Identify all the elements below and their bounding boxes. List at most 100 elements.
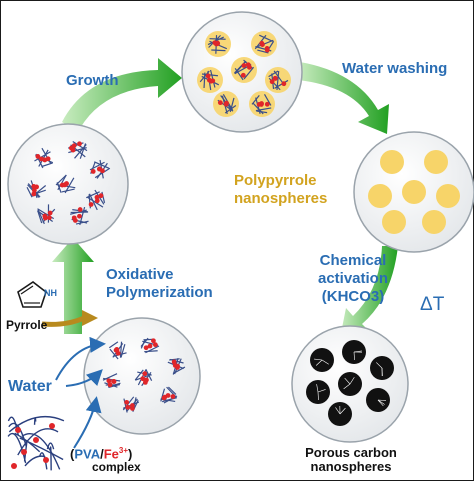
pore-line: [317, 391, 319, 401]
polymer-chain: [172, 366, 186, 375]
polymer-chain: [56, 182, 62, 193]
polypyrrole-label: Polypyrrole nanospheres: [234, 172, 327, 208]
pva-chain: [7, 432, 27, 464]
fe-ion: [15, 427, 21, 433]
pore-line: [344, 377, 351, 385]
polymer-chain: [119, 341, 123, 358]
pva-chain: [17, 428, 59, 456]
polymer-network-particles: [26, 140, 111, 226]
fe-ion: [125, 404, 131, 410]
water-washing-arrow: [298, 62, 389, 134]
fe-ion: [71, 215, 77, 221]
polymer-chain: [209, 38, 226, 40]
fe-ion: [124, 399, 130, 405]
polymerization-arrow: [52, 238, 94, 334]
sphere-halo: [231, 57, 257, 83]
fe-ion: [264, 101, 270, 107]
fe-ion: [94, 194, 100, 200]
fe-ion: [171, 359, 177, 365]
fe-ion: [142, 371, 148, 377]
pva-chain: [19, 437, 64, 461]
fe-ion: [97, 166, 102, 172]
polymer-chain: [160, 388, 166, 402]
polymer-chain: [86, 191, 100, 199]
pva-fe-network: [7, 415, 65, 471]
fe-ion: [42, 213, 48, 219]
oxidative-line-1: Oxidative: [106, 266, 174, 283]
polymer-chain: [120, 344, 126, 358]
fe-ion: [88, 202, 94, 207]
fe-ion: [115, 350, 121, 356]
polymer-chain: [203, 72, 206, 89]
fe-ion: [90, 169, 96, 174]
fe-ion: [175, 365, 180, 370]
fe-ion: [151, 338, 156, 344]
pva-chain: [49, 446, 52, 471]
polymer-chain: [37, 210, 43, 224]
polymer-chain: [263, 94, 272, 106]
complex-label: complex: [92, 460, 141, 474]
pore-line: [377, 399, 386, 401]
fe-ion: [21, 449, 27, 455]
pyrrole-molecule-icon: NH: [17, 281, 57, 308]
fe-ion: [170, 394, 176, 399]
polymer-chain: [259, 34, 273, 42]
complex-particles: [102, 337, 186, 413]
pyrrole-arrowhead: [82, 310, 98, 326]
pore-line: [353, 350, 362, 353]
oxidative-line-2: Polymerization: [106, 284, 213, 301]
fe-ion: [246, 64, 252, 70]
polymer-chain: [274, 79, 289, 89]
polymer-chain: [123, 398, 128, 413]
porous-carbon-spheres: [306, 340, 394, 426]
fe-text: Fe: [103, 446, 119, 462]
fe-ion: [71, 143, 77, 149]
fe-ion: [152, 342, 158, 348]
polypyrrole-sphere: [402, 180, 426, 204]
polymer-chain: [89, 161, 105, 171]
pva-chain: [8, 415, 65, 433]
pore-line: [315, 359, 323, 366]
polymer-chain: [34, 151, 51, 162]
polymer-chain: [144, 350, 158, 353]
fe-ion: [205, 73, 211, 79]
pore-line: [376, 362, 383, 369]
fe-ion: [241, 63, 247, 68]
polypyrrole-sphere: [422, 210, 446, 234]
pore-line: [343, 383, 351, 390]
porous-line-2: nanospheres: [310, 459, 392, 474]
fe-ion: [165, 393, 171, 398]
polypyrrole-line-2: nanospheres: [234, 190, 328, 207]
water-washing-label: Water washing: [342, 60, 448, 77]
complex-circle: [83, 317, 201, 435]
fe-ion: [217, 100, 223, 106]
fe-ion: [77, 213, 82, 219]
polymer-chain: [79, 206, 86, 226]
water-arrow-upper: [55, 336, 106, 381]
polymer-chain: [167, 386, 177, 395]
growth-particles: [197, 31, 291, 117]
polymer-chain: [61, 188, 75, 193]
porous-line-1: Porous carbon: [305, 445, 397, 460]
pore-line: [335, 407, 341, 415]
fe-ion: [33, 437, 39, 443]
polymer-chain: [79, 143, 87, 159]
polymer-chain: [75, 220, 89, 225]
chemical-line-2: activation: [317, 270, 389, 287]
delta-t-label: ΔT: [420, 294, 445, 315]
polypyrrole-sphere: [424, 150, 448, 174]
nh-label: NH: [44, 288, 57, 298]
fe-ion: [240, 72, 246, 78]
fe-ion: [43, 457, 49, 463]
pore-line: [314, 358, 323, 361]
polymer-chain: [134, 369, 144, 381]
polymer-chain: [234, 67, 244, 81]
polymer-chain: [243, 66, 255, 80]
fe-ion: [34, 184, 40, 190]
fe-ion: [107, 382, 113, 388]
polymer-chain: [199, 70, 210, 83]
polypyrrole-spheres: [368, 150, 460, 234]
growth-arrow: [62, 58, 182, 132]
fe-ion: [147, 343, 153, 349]
pva-chain: [46, 442, 55, 450]
